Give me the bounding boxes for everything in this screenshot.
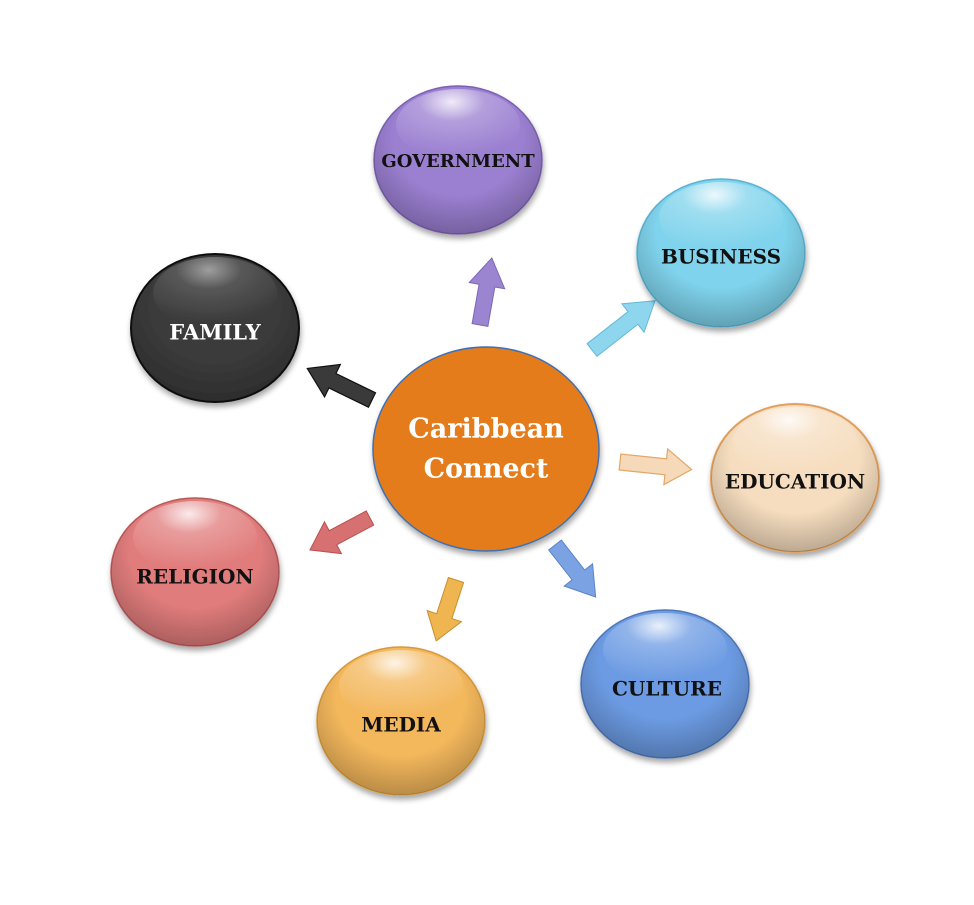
node-education-label: EDUCATION xyxy=(725,470,865,494)
arrow-to-culture xyxy=(547,539,597,598)
node-religion-label: RELIGION xyxy=(136,565,253,589)
node-business xyxy=(636,178,806,328)
node-culture-label: CULTURE xyxy=(612,677,722,701)
arrow-to-government xyxy=(468,257,506,327)
node-media-label: MEDIA xyxy=(361,713,441,737)
center-node xyxy=(372,346,600,552)
center-title-line2: Connect xyxy=(424,454,549,485)
node-education xyxy=(710,403,880,553)
node-media xyxy=(316,646,486,796)
arrow-to-religion xyxy=(309,510,375,555)
arrow-to-family xyxy=(306,363,377,408)
node-family-label: FAMILY xyxy=(169,320,261,345)
node-religion xyxy=(110,497,280,647)
node-business-label: BUSINESS xyxy=(661,245,781,269)
node-government-label: GOVERNMENT xyxy=(381,151,535,172)
arrow-to-business xyxy=(586,300,656,358)
node-family xyxy=(130,253,300,403)
node-culture xyxy=(580,609,750,759)
arrows xyxy=(306,257,693,642)
arrow-to-education xyxy=(618,447,693,486)
arrow-to-media xyxy=(426,576,465,642)
node-government xyxy=(373,85,543,235)
center-title-line1: Caribbean xyxy=(408,414,564,445)
